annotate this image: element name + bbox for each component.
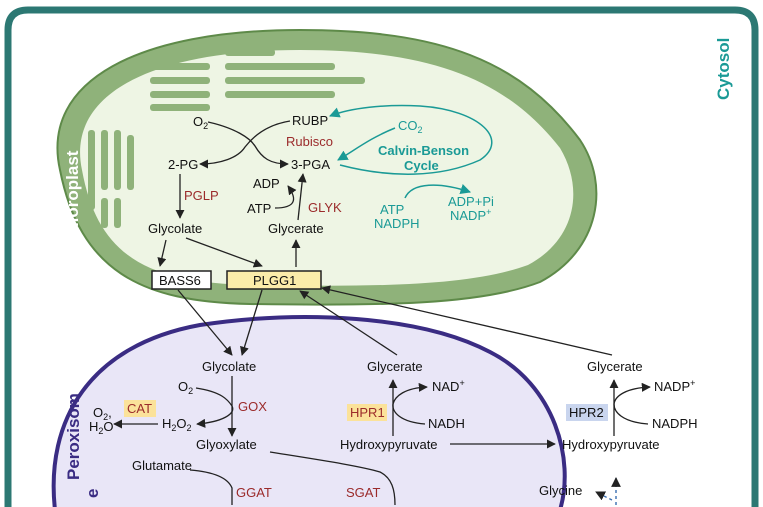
h2o2-text: H2O2 — [162, 416, 192, 433]
cytosol-nadp: NADP+ — [654, 378, 695, 394]
peroxisome-label: Peroxisom — [64, 393, 83, 480]
arrow-glutamate-to-ggat — [189, 469, 233, 505]
cytosol-glycerate: Glycerate — [587, 359, 643, 374]
atp-input: ATP — [380, 202, 404, 217]
rubp-text: RUBP — [292, 113, 328, 128]
hpr2-highlight — [566, 404, 608, 421]
cat-enzyme: CAT — [127, 401, 152, 416]
cytosol-nadph: NADPH — [652, 416, 698, 431]
calvin-cycle-label-1: Calvin-Benson — [378, 143, 469, 158]
arrow-atp-to-adp — [274, 185, 297, 209]
thylakoid-stacks-left — [88, 130, 134, 228]
glutamate-text: Glutamate — [132, 458, 192, 473]
plgg1-transporter — [226, 270, 322, 290]
glyoxylate-text: Glyoxylate — [196, 437, 257, 452]
hpr2-enzyme: HPR2 — [569, 405, 604, 420]
arrow-glycolate-to-bass6 — [157, 239, 167, 267]
nadp-output: NADP+ — [450, 207, 491, 223]
pglp-enzyme: PGLP — [184, 188, 219, 203]
calvin-cycle-label-2: Cycle — [404, 158, 439, 173]
cat-highlight — [124, 400, 156, 417]
peroxisome-glycolate: Glycolate — [202, 359, 256, 374]
arrow-co2-to-3pga — [337, 127, 396, 161]
peroxisome-o2: O2 — [178, 379, 193, 396]
peroxisome-label-2: e — [83, 489, 102, 498]
hpr1-enzyme: HPR1 — [350, 405, 385, 420]
3pga-text: 3-PGA — [291, 157, 330, 172]
rubisco-enzyme: Rubisco — [286, 134, 333, 149]
gox-enzyme: GOX — [238, 399, 267, 414]
co2-text: CO2 — [398, 118, 423, 135]
ggat-enzyme: GGAT — [236, 485, 272, 500]
chloroplast-glycolate: Glycolate — [148, 221, 202, 236]
arrow-calvin-cycle — [329, 104, 493, 175]
2pg-text: 2-PG — [168, 157, 198, 172]
bass6-transporter — [151, 270, 212, 290]
nad-text: NAD+ — [432, 378, 465, 394]
chloroplast-label: Chloroplast — [63, 150, 82, 245]
glyk-enzyme: GLYK — [308, 200, 342, 215]
o2-byproduct: O2, — [93, 405, 112, 422]
peroxisome-glycerate: Glycerate — [367, 359, 423, 374]
arrow-glycerate-to-3pga — [297, 173, 307, 221]
arrow-peroxisome-glycerate-to-plgg1 — [299, 290, 398, 356]
arrow-cytosol-glycerate-to-plgg1 — [321, 285, 613, 356]
hpr1-highlight — [347, 404, 387, 421]
arrow-o2-to-3pga — [207, 121, 289, 169]
adp-pi-output: ADP+Pi — [448, 194, 494, 209]
chloroplast-glycerate: Glycerate — [268, 221, 324, 236]
arrow-dashed-to-glycine — [595, 491, 613, 501]
h2o-byproduct: H2O — [89, 419, 114, 436]
atp-text: ATP — [247, 201, 271, 216]
arrow-bass6-to-peroxisome — [177, 289, 233, 356]
thylakoid-stacks-top — [150, 49, 365, 111]
arrow-rubp-to-2pg — [199, 120, 291, 169]
bass6-label: BASS6 — [159, 273, 201, 288]
plgg1-label: PLGG1 — [253, 273, 296, 288]
cell-frame — [4, 6, 759, 507]
sgat-enzyme: SGAT — [346, 485, 380, 500]
peroxisome-hydroxypyruvate: Hydroxypyruvate — [340, 437, 438, 452]
arrow-gox-h2o2 — [195, 387, 234, 428]
arrow-atp-nadph — [404, 184, 471, 199]
cytosol-label: Cytosol — [714, 38, 733, 100]
arrow-glyoxylate-to-sgat — [269, 451, 396, 506]
arrow-glycolate-to-plgg1 — [185, 237, 263, 268]
glycine-text: Glycine — [539, 483, 582, 498]
arrow-nadh-to-nad — [392, 382, 428, 425]
peroxisome-membrane — [51, 315, 567, 507]
arrow-plgg1-to-peroxisome — [240, 289, 263, 356]
adp-text: ADP — [253, 176, 280, 191]
nadph-input: NADPH — [374, 216, 420, 231]
o2-text: O2 — [193, 114, 208, 131]
cytosol-hydroxypyruvate: Hydroxypyruvate — [562, 437, 660, 452]
nadh-text: NADH — [428, 416, 465, 431]
arrow-nadph-to-nadp — [613, 382, 651, 425]
